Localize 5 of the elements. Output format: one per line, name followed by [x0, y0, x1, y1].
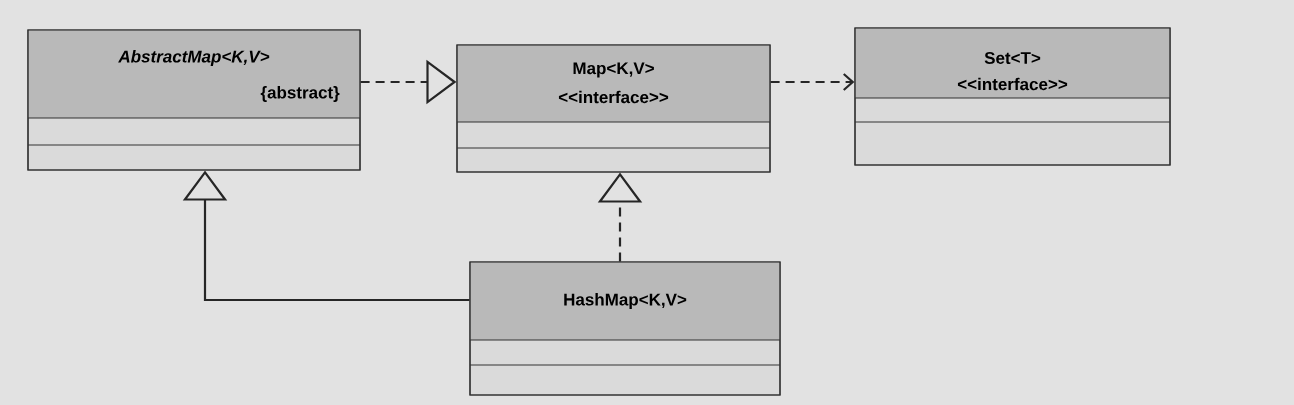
class-box: HashMap<K,V> [469, 261, 781, 396]
class-box: Set<T> <<interface>> [854, 27, 1171, 166]
dashed-arrow [770, 73, 855, 91]
class-box: AbstractMap<K,V> {abstract} [27, 29, 361, 171]
class-box: Map<K,V> <<interface>> [456, 44, 771, 173]
